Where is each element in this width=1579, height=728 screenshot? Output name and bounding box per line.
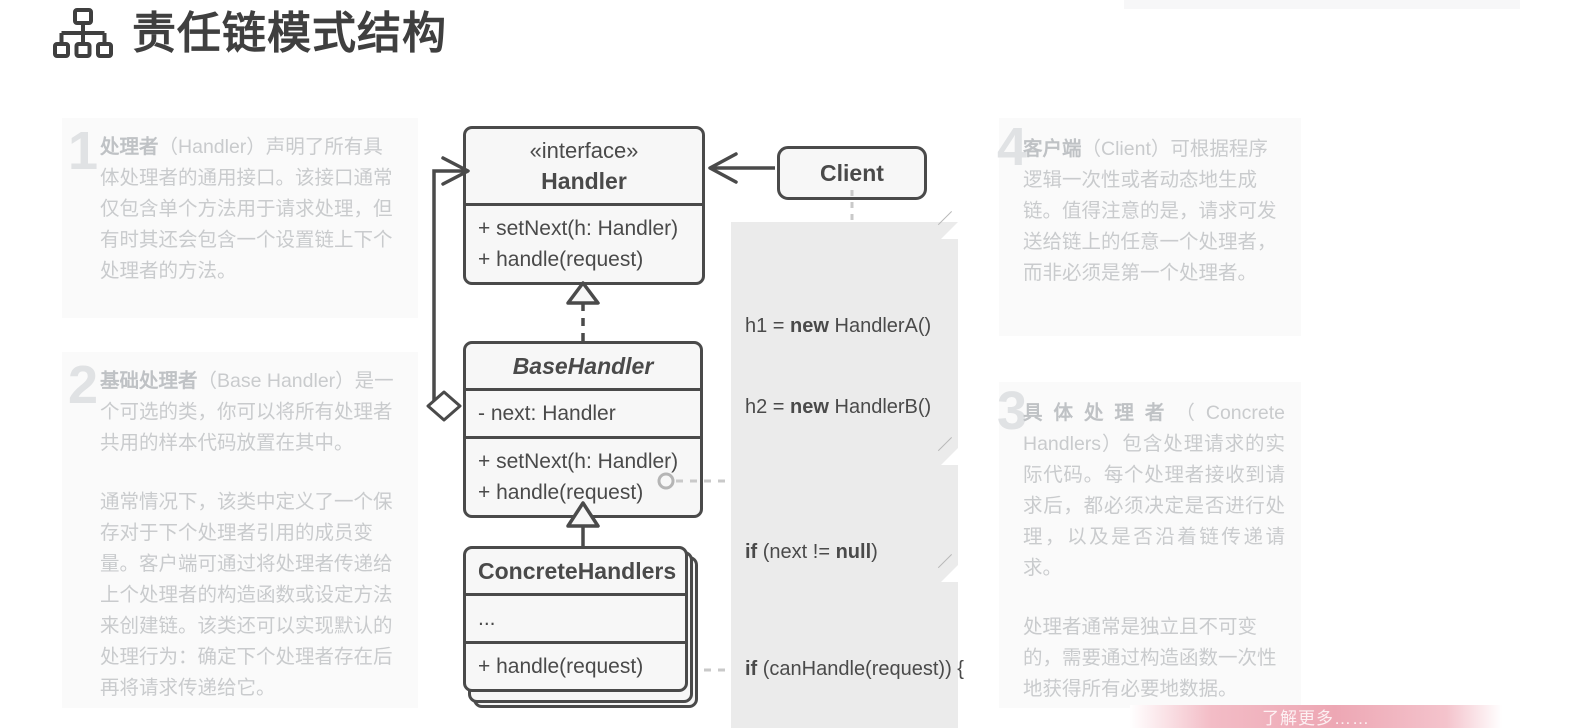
client-header: Client [780, 149, 924, 197]
connector-aggregation-next-handler [426, 156, 470, 422]
description-panel-client: 4 客户端（Client）可根据程序逻辑一次性或者动态地生成链。值得注意的是，请… [997, 117, 1301, 336]
base-handler-header: BaseHandler [466, 344, 700, 388]
panel-number-4: 4 [997, 117, 1028, 177]
panel1-paragraph-1: 处理者（Handler）声明了所有具体处理者的通用接口。该接口通常仅包含单个方法… [100, 132, 402, 287]
panel2-body-1: （Base Handler）是一个可选的类，你可以将所有处理者共用的样本代码放置… [100, 370, 394, 454]
connector-basehandler-realizes-handler [566, 281, 600, 341]
top-decoration-bar [1124, 0, 1520, 9]
client-name: Client [820, 160, 884, 186]
note-can-handle-code: if (canHandle(request)) { // ... } else … [731, 553, 965, 728]
handler-method-setnext: + setNext(h: Handler) [478, 217, 679, 240]
panel4-term: 客户端 [1023, 138, 1082, 160]
next-code-line-1: if (next != null) [745, 541, 878, 563]
panel2-term: 基础处理者 [100, 370, 198, 392]
description-panel-concrete-handlers: 3 具体处理者（Concrete Handlers）包含处理请求的实际代码。每个… [997, 381, 1301, 708]
description-panel-handler: 1 处理者（Handler）声明了所有具体处理者的通用接口。该接口通常仅包含单个… [62, 118, 418, 318]
panel-number-1: 1 [68, 121, 99, 181]
panel4-paragraph-1: 客户端（Client）可根据程序逻辑一次性或者动态地生成链。值得注意的是，请求可… [1023, 134, 1285, 289]
client-code-line-1: h1 = new HandlerA() [745, 315, 932, 337]
concrete-handlers-header: ConcreteHandlers [466, 549, 685, 593]
handler-name: Handler [541, 168, 627, 194]
base-handler-field-next: - next: Handler [478, 402, 616, 425]
panel4-body: （Client）可根据程序逻辑一次性或者动态地生成链。值得注意的是，请求可发送给… [1023, 138, 1277, 284]
panel-number-2: 2 [68, 355, 99, 415]
hierarchy-icon [53, 8, 113, 58]
panel1-term: 处理者 [100, 136, 159, 158]
base-handler-name: BaseHandler [512, 353, 654, 379]
panel2-body-2: 通常情况下，该类中定义了一个保存对于下个处理者引用的成员变量。客户端可通过将处理… [100, 491, 393, 699]
connector-concrete-inherits-basehandler [566, 501, 600, 546]
connector-basehandler-handle-to-note [657, 472, 729, 490]
concrete-handlers-name: ConcreteHandlers [478, 558, 677, 584]
handler-stereotype: «interface» [529, 138, 639, 163]
page-title: 责任链模式结构 [132, 9, 447, 58]
panel1-body: （Handler）声明了所有具体处理者的通用接口。该接口通常仅包含单个方法用于请… [100, 136, 393, 282]
panel3-paragraph-2: 处理者通常是独立且不可变的，需要通过构造函数一次性地获得所有必要地数据。 [1023, 612, 1285, 705]
uml-class-concrete-handlers[interactable]: ConcreteHandlers ... + handle(request) [463, 546, 688, 692]
handler-methods: + setNext(h: Handler) + handle(request) [466, 203, 702, 282]
handler-method-handle: + handle(request) [478, 248, 644, 271]
can-code-line-1: if (canHandle(request)) { [745, 658, 964, 680]
panel3-body-1: （Concrete Handlers）包含处理请求的实际代码。每个处理者接收到请… [1023, 402, 1285, 579]
learn-more-banner-text: 了解更多…… [1262, 709, 1370, 728]
connector-client-to-handler [708, 152, 775, 184]
concrete-handlers-methods: + handle(request) [466, 641, 685, 689]
panel3-paragraph-1: 具体处理者（Concrete Handlers）包含处理请求的实际代码。每个处理… [1023, 398, 1285, 584]
panel3-body-2: 处理者通常是独立且不可变的，需要通过构造函数一次性地获得所有必要地数据。 [1023, 616, 1277, 700]
handler-header: «interface» Handler [466, 129, 702, 203]
panel3-term: 具体处理者 [1023, 402, 1176, 424]
panel2-paragraph-1: 基础处理者（Base Handler）是一个可选的类，你可以将所有处理者共用的样… [100, 366, 402, 459]
description-panel-base-handler: 2 基础处理者（Base Handler）是一个可选的类，你可以将所有处理者共用… [62, 352, 418, 708]
client-code-line-2: h2 = new HandlerB() [745, 396, 932, 418]
concrete-handlers-method-handle: + handle(request) [478, 655, 644, 678]
learn-more-banner[interactable]: 了解更多…… [1130, 705, 1502, 728]
base-handler-method-handle: + handle(request) [478, 481, 644, 504]
base-handler-method-setnext: + setNext(h: Handler) [478, 450, 679, 473]
base-handler-methods: + setNext(h: Handler) + handle(request) [466, 436, 700, 515]
concrete-handlers-field-ellipsis: ... [478, 607, 496, 630]
panel-number-3: 3 [997, 381, 1028, 441]
page-header: 责任链模式结构 [52, 8, 447, 60]
base-handler-fields: - next: Handler [466, 388, 700, 436]
concrete-handlers-fields: ... [466, 593, 685, 641]
uml-class-handler[interactable]: «interface» Handler + setNext(h: Handler… [463, 126, 705, 285]
panel2-paragraph-2: 通常情况下，该类中定义了一个保存对于下个处理者引用的成员变量。客户端可通过将处理… [100, 487, 402, 704]
